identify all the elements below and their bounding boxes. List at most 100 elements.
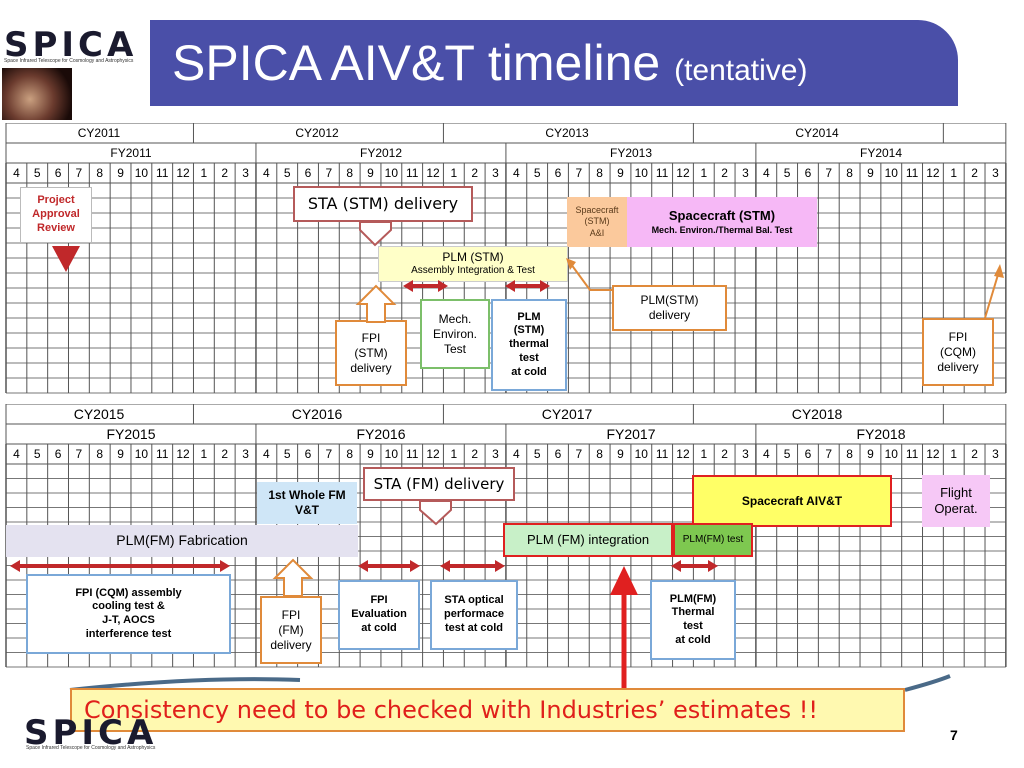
- fy-label: FY2018: [856, 426, 906, 442]
- plm-stm-title: PLM (STM): [442, 250, 504, 265]
- title-bar: [150, 20, 958, 106]
- plm-fm-fabrication: PLM(FM) Fabrication: [6, 525, 358, 557]
- spacecraft-aivt: Spacecraft AIV&T: [692, 475, 892, 527]
- month-label: 1: [200, 166, 208, 180]
- month-label: 6: [304, 166, 312, 180]
- month-label: 12: [426, 166, 440, 180]
- month-label: 10: [384, 447, 399, 461]
- month-label: 6: [804, 447, 812, 461]
- month-label: 11: [405, 447, 419, 461]
- month-label: 4: [263, 166, 270, 180]
- consistency-note: Consistency need to be checked with Indu…: [70, 688, 905, 732]
- month-label: 2: [221, 166, 229, 180]
- first-whole-fm-vt: 1st Whole FM V&T: [257, 482, 357, 524]
- month-label: 8: [96, 166, 104, 180]
- cy-label: CY2015: [73, 406, 125, 422]
- month-label: 10: [384, 166, 399, 180]
- month-label: 1: [950, 166, 958, 180]
- fpi-evaluation-cold: FPI Evaluation at cold: [338, 580, 420, 650]
- spacecraft-stm-ai: Spacecraft (STM) A&I: [567, 197, 627, 247]
- month-label: 1: [450, 166, 458, 180]
- month-label: 9: [867, 447, 874, 461]
- month-label: 4: [263, 447, 270, 461]
- month-label: 7: [575, 447, 583, 461]
- plm-stm-thermal-test: PLM (STM) thermal test at cold: [491, 299, 567, 391]
- month-label: 11: [655, 447, 669, 461]
- month-label: 11: [905, 447, 919, 461]
- month-label: 2: [471, 447, 478, 461]
- month-label: 3: [742, 447, 749, 461]
- month-label: 3: [242, 166, 249, 180]
- month-label: 11: [155, 166, 169, 180]
- page-title: SPICA AIV&T timeline (tentative): [172, 35, 808, 91]
- plm-stm-delivery: PLM(STM) delivery: [612, 285, 727, 331]
- month-label: 6: [54, 166, 62, 180]
- month-label: 2: [471, 166, 478, 180]
- month-label: 8: [596, 166, 603, 180]
- telescope-image: [2, 68, 72, 120]
- mech-environ-test: Mech. Environ. Test: [420, 299, 490, 369]
- logo-text: SPICA: [24, 713, 157, 748]
- month-label: 9: [117, 166, 124, 180]
- fy-label: FY2013: [609, 146, 653, 160]
- month-label: 4: [13, 447, 20, 461]
- month-label: 1: [450, 447, 458, 461]
- month-label: 12: [926, 166, 940, 180]
- month-label: 10: [634, 447, 648, 461]
- plm-stm-sub: Assembly Integration & Test: [411, 265, 535, 277]
- month-label: 11: [155, 447, 169, 461]
- month-label: 7: [825, 447, 833, 461]
- month-label: 12: [676, 447, 690, 461]
- month-label: 1: [950, 447, 958, 461]
- logo-text: SPICA: [4, 26, 137, 65]
- month-label: 2: [721, 166, 728, 180]
- month-label: 12: [176, 447, 190, 461]
- month-label: 10: [134, 166, 149, 180]
- month-label: 4: [762, 166, 770, 180]
- month-label: 8: [846, 447, 853, 461]
- month-label: 11: [905, 166, 919, 180]
- month-label: 12: [426, 447, 440, 461]
- month-label: 5: [533, 166, 541, 180]
- month-label: 2: [971, 166, 978, 180]
- month-label: 9: [867, 166, 874, 180]
- sta-optical-test: STA optical performace test at cold: [430, 580, 518, 650]
- logo-tagline: Space Infrared Telescope for Cosmology a…: [4, 58, 134, 64]
- month-label: 8: [346, 447, 354, 461]
- fpi-fm-delivery: FPI (FM) delivery: [260, 596, 322, 664]
- month-label: 10: [884, 166, 898, 180]
- month-label: 1: [700, 166, 708, 180]
- month-label: 6: [304, 447, 312, 461]
- sta-stm-delivery: STA (STM) delivery: [293, 186, 473, 222]
- cy-label: CY2018: [791, 406, 843, 422]
- month-label: 6: [554, 166, 562, 180]
- month-label: 7: [825, 166, 833, 180]
- month-label: 10: [634, 166, 648, 180]
- spacecraft-stm-test: Spacecraft (STM) Mech. Environ./Thermal …: [627, 197, 817, 247]
- month-label: 9: [117, 447, 124, 461]
- month-label: 11: [405, 166, 419, 180]
- page-subtitle: (tentative): [674, 54, 808, 87]
- fpi-stm-delivery: FPI (STM) delivery: [335, 320, 407, 386]
- month-label: 9: [617, 166, 624, 180]
- plm-stm-ait: PLM (STM) Assembly Integration & Test: [378, 246, 568, 282]
- month-label: 1: [700, 447, 708, 461]
- month-label: 5: [783, 447, 791, 461]
- flight-operation: Flight Operat.: [922, 475, 990, 527]
- month-label: 12: [676, 166, 690, 180]
- fy-label: FY2016: [356, 426, 406, 442]
- fpi-cqm-delivery: FPI (CQM) delivery: [922, 318, 994, 386]
- month-label: 2: [721, 447, 728, 461]
- month-label: 8: [846, 166, 853, 180]
- month-label: 3: [992, 166, 999, 180]
- month-label: 8: [596, 447, 603, 461]
- month-label: 3: [992, 447, 999, 461]
- cy-label: CY2011: [77, 126, 121, 140]
- month-label: 5: [783, 166, 791, 180]
- month-label: 7: [575, 166, 583, 180]
- month-label: 7: [325, 447, 333, 461]
- month-label: 9: [617, 447, 624, 461]
- month-label: 5: [33, 166, 41, 180]
- decorative-arc: [904, 674, 951, 692]
- month-label: 5: [283, 447, 291, 461]
